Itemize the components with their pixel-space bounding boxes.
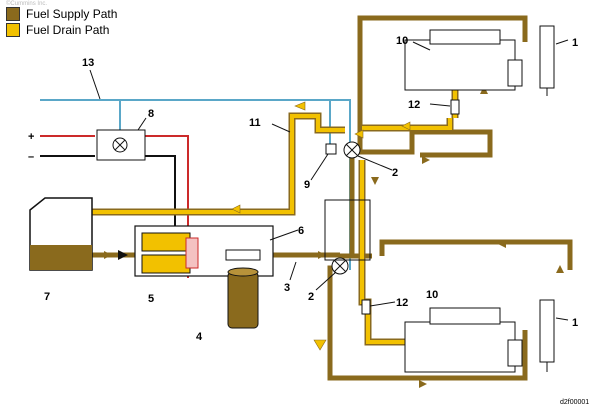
callout-11: 11: [249, 117, 261, 129]
lower-injector: [539, 299, 555, 372]
upper-injector: [539, 25, 555, 96]
valve-upper: [343, 141, 361, 159]
lower-engine: [404, 307, 523, 373]
callout-10-lower: 10: [426, 289, 438, 301]
lift-pumps: [141, 232, 199, 274]
minus-sign: –: [28, 151, 34, 163]
drain-swatch: [6, 23, 20, 37]
check-valve: [118, 250, 128, 260]
callout-2-lower: 2: [308, 291, 314, 303]
callout-1-upper: 1: [572, 37, 578, 49]
callout-9: 9: [304, 179, 310, 191]
supply-swatch: [6, 7, 20, 21]
upper-engine: [404, 29, 523, 91]
fuel-supply-path: [90, 15, 573, 381]
callout-10-upper: 10: [396, 35, 408, 47]
legend-drain-label: Fuel Drain Path: [26, 23, 110, 37]
callout-7: 7: [44, 291, 50, 303]
valve-lower: [331, 257, 349, 275]
watermark: ©Cummins Inc.: [6, 0, 47, 7]
component-12-upper: [450, 99, 460, 115]
legend: Fuel Supply Path Fuel Drain Path: [6, 6, 117, 38]
component-12-lower: [361, 299, 371, 315]
legend-drain: Fuel Drain Path: [6, 22, 117, 38]
figure-id: d2f00001: [560, 399, 589, 406]
callout-3: 3: [284, 282, 290, 294]
valve-9: [325, 143, 337, 155]
flow-arrows: [231, 101, 411, 351]
callout-1-lower: 1: [572, 317, 578, 329]
legend-supply: Fuel Supply Path: [6, 6, 117, 22]
callout-12-upper: 12: [408, 99, 420, 111]
callout-13: 13: [82, 57, 94, 69]
callout-12-lower: 12: [396, 297, 408, 309]
legend-supply-label: Fuel Supply Path: [26, 7, 118, 21]
callout-8: 8: [148, 108, 154, 120]
fuel-tank: [29, 197, 93, 271]
callout-6: 6: [298, 225, 304, 237]
module-8: [96, 129, 146, 161]
junction-box: [324, 199, 371, 261]
callout-leaders: [89, 39, 569, 321]
callout-4: 4: [196, 331, 203, 343]
callout-2-upper: 2: [392, 167, 398, 179]
plus-sign: +: [28, 131, 34, 143]
fuel-filter: [225, 249, 261, 329]
callout-5: 5: [148, 293, 154, 305]
